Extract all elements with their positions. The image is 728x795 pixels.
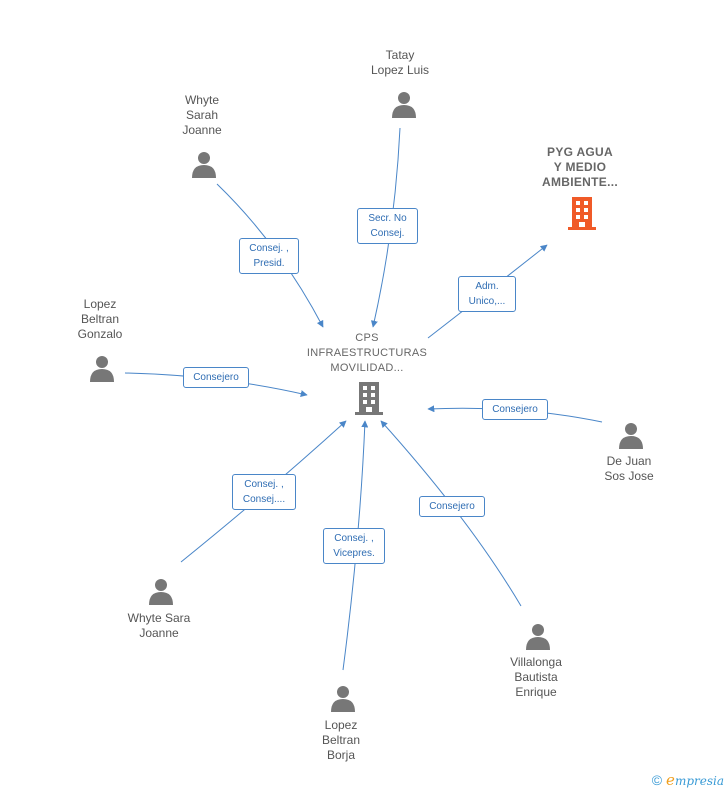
role-badge[interactable]: Consej. , Presid. xyxy=(239,238,299,274)
person-icon[interactable] xyxy=(146,576,176,606)
person-name[interactable]: Tatay Lopez Luis xyxy=(370,48,430,77)
person-name[interactable]: Villalonga Bautista Enrique xyxy=(510,655,562,699)
building-icon[interactable] xyxy=(353,380,385,416)
role-badge[interactable]: Secr. No Consej. xyxy=(357,208,418,244)
person-icon[interactable] xyxy=(389,89,419,119)
role-badge[interactable]: Consejero xyxy=(419,496,485,517)
role-badge[interactable]: Consej. , Vicepres. xyxy=(323,528,385,564)
person-name[interactable]: De Juan Sos Jose xyxy=(604,454,654,483)
role-badge[interactable]: Consejero xyxy=(482,399,548,420)
person-name[interactable]: Lopez Beltran Gonzalo xyxy=(77,297,123,341)
role-badge[interactable]: Consejero xyxy=(183,367,249,388)
role-badge[interactable]: Adm. Unico,... xyxy=(458,276,516,312)
person-name[interactable]: Whyte Sarah Joanne xyxy=(182,93,222,137)
person-name[interactable]: Whyte Sara Joanne xyxy=(127,611,191,640)
person-icon[interactable] xyxy=(523,621,553,651)
person-icon[interactable] xyxy=(189,149,219,179)
person-icon[interactable] xyxy=(616,420,646,450)
person-icon[interactable] xyxy=(87,353,117,383)
footer-brand[interactable]: ©empresia xyxy=(652,771,724,789)
person-icon[interactable] xyxy=(328,683,358,713)
center-company-name[interactable]: CPS INFRAESTRUCTURAS MOVILIDAD... xyxy=(306,332,428,374)
related-company-name[interactable]: PYG AGUA Y MEDIO AMBIENTE... xyxy=(542,145,618,189)
role-badge[interactable]: Consej. , Consej.... xyxy=(232,474,296,510)
copyright-icon: © xyxy=(651,772,663,788)
brand-name: mpresia xyxy=(674,774,724,788)
brand-initial: e xyxy=(666,771,675,789)
person-name[interactable]: Lopez Beltran Borja xyxy=(321,718,361,762)
building-icon[interactable] xyxy=(566,195,598,231)
